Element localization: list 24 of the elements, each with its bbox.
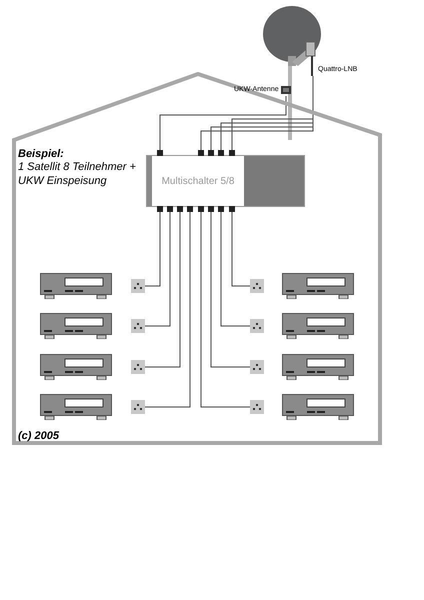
cable-line: [232, 212, 250, 286]
note-text: 1 Satellit 8 Teilnehmer + UKW Einspeisung: [18, 160, 137, 188]
cable-line: [220, 212, 250, 326]
note-text: (c) 2005: [18, 429, 59, 444]
wall-socket: [131, 319, 145, 333]
wall-socket: [250, 360, 264, 374]
house-outline: [12, 72, 382, 445]
cable-line: [210, 212, 250, 368]
cable-line: [144, 212, 180, 368]
cable-line: [144, 212, 190, 408]
wall-socket: [250, 319, 264, 333]
wall-socket: [250, 279, 264, 293]
cable-line: [144, 212, 160, 286]
wall-socket: [131, 279, 145, 293]
note-text: Beispiel:: [18, 147, 64, 162]
cable-line: [160, 96, 286, 150]
cable-line: [200, 212, 250, 408]
device-label: Multischalter 5/8: [162, 174, 234, 188]
multiswitch: [146, 150, 305, 212]
cable-line: [144, 212, 170, 326]
picture: [280, 84, 292, 96]
wall-socket: [131, 400, 145, 414]
wall-socket: [131, 360, 145, 374]
wall-socket: [250, 400, 264, 414]
